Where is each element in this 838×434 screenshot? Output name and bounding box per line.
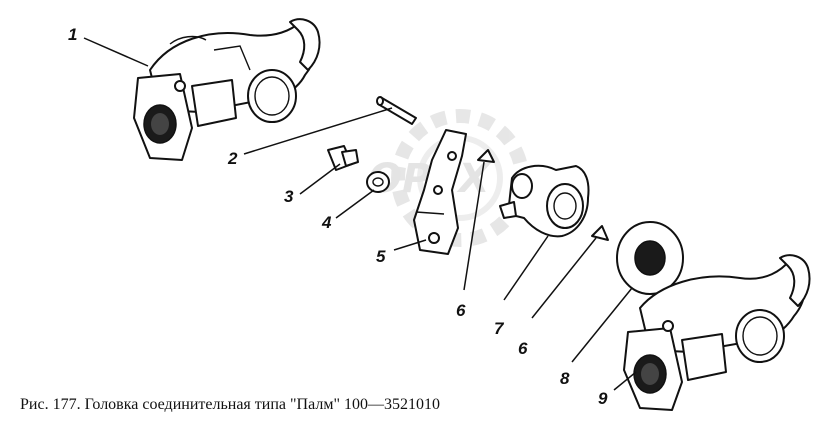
part-9-coupling-head	[623, 254, 811, 411]
callout-4: 4	[321, 213, 332, 232]
callout-labels: 1 2 3 4 5 6 7 6 8 9	[68, 25, 608, 408]
part-6-ring-upper	[477, 149, 495, 163]
part-2-pin	[376, 96, 417, 125]
callout-6-lower: 6	[518, 339, 528, 358]
callout-5: 5	[376, 247, 386, 266]
part-3-bolt	[327, 145, 359, 171]
part-6-ring-lower	[591, 225, 609, 241]
callout-6-upper: 6	[456, 301, 466, 320]
part-8-seal-ring	[616, 221, 684, 295]
callout-9: 9	[598, 389, 608, 408]
callout-3: 3	[284, 187, 294, 206]
callout-1: 1	[68, 25, 77, 44]
part-4-washer	[366, 171, 390, 193]
callout-2: 2	[227, 149, 238, 168]
part-5-bracket	[413, 129, 467, 255]
figure-caption: Рис. 177. Головка соединительная типа "П…	[20, 396, 440, 413]
callout-7: 7	[494, 319, 505, 338]
leader-lines	[83, 37, 637, 391]
part-7-valve-body	[499, 164, 590, 238]
callout-8: 8	[560, 369, 570, 388]
part-1-coupling-head	[133, 18, 321, 161]
